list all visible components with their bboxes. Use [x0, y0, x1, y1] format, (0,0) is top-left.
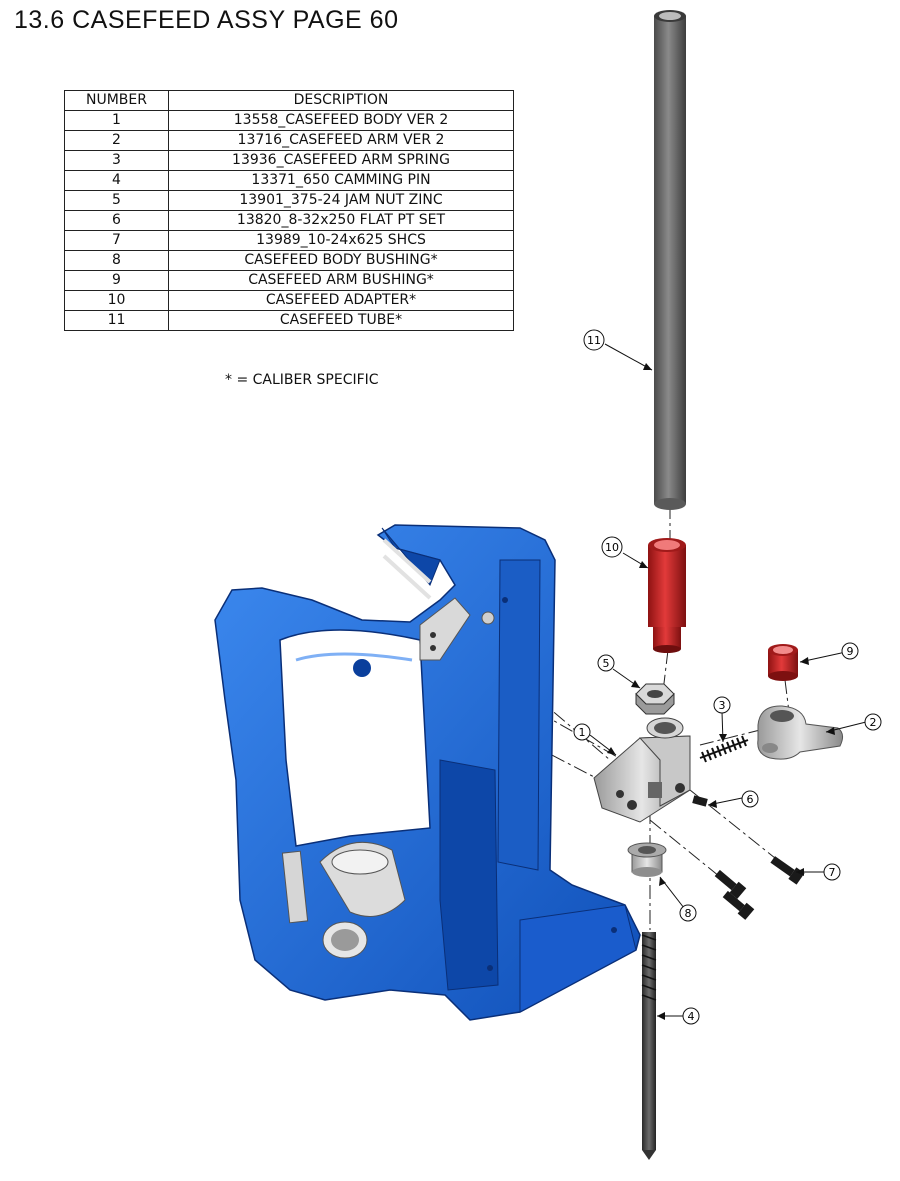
part-description-cell: CASEFEED ARM BUSHING*	[168, 270, 514, 291]
svg-text:1: 1	[579, 726, 586, 739]
casefeed-tube	[654, 10, 686, 510]
leader-lines	[589, 343, 867, 1017]
callout-2: 2	[864, 713, 882, 731]
casefeed-adapter	[648, 538, 686, 653]
shcs-screws	[714, 856, 805, 920]
casefeed-body-bushing	[627, 842, 667, 877]
svg-text:2: 2	[870, 716, 877, 729]
part-description-cell: CASEFEED TUBE*	[168, 310, 514, 331]
callout-10: 10	[601, 536, 623, 558]
callout-4: 4	[682, 1007, 700, 1025]
part-description-cell: 13901_375-24 JAM NUT ZINC	[168, 190, 514, 211]
callout-3: 3	[713, 696, 731, 714]
casefeed-body	[593, 717, 691, 823]
svg-text:10: 10	[605, 541, 619, 554]
set-screw	[692, 795, 708, 807]
camming-pin	[641, 932, 657, 1160]
jam-nut	[635, 683, 675, 715]
callout-5: 5	[597, 654, 615, 672]
svg-text:9: 9	[847, 645, 854, 658]
svg-text:7: 7	[829, 866, 836, 879]
part-description-cell: 13371_650 CAMMING PIN	[168, 170, 514, 191]
callout-1: 1	[573, 723, 591, 741]
svg-text:5: 5	[603, 657, 610, 670]
leader-arrowheads	[607, 363, 835, 1020]
press-frame	[214, 524, 641, 1021]
svg-text:6: 6	[747, 793, 754, 806]
part-number-cell: 10	[64, 290, 169, 311]
column-header-number: NUMBER	[64, 90, 169, 111]
callout-9: 9	[841, 642, 859, 660]
casefeed-arm-spring	[699, 735, 749, 763]
page-title: 13.6 CASEFEED ASSY PAGE 60	[14, 6, 399, 34]
callout-7: 7	[823, 863, 841, 881]
part-description-cell: 13820_8-32x250 FLAT PT SET	[168, 210, 514, 231]
svg-text:3: 3	[719, 699, 726, 712]
callout-6: 6	[741, 790, 759, 808]
footnote: * = CALIBER SPECIFIC	[225, 372, 379, 388]
svg-text:8: 8	[685, 907, 692, 920]
part-number-cell: 11	[64, 310, 169, 331]
casefeed-arm	[757, 705, 844, 760]
svg-text:4: 4	[688, 1010, 695, 1023]
callout-8: 8	[679, 904, 697, 922]
callout-11: 11	[583, 329, 605, 351]
casefeed-arm-bushing	[768, 644, 798, 681]
svg-text:11: 11	[587, 334, 601, 347]
